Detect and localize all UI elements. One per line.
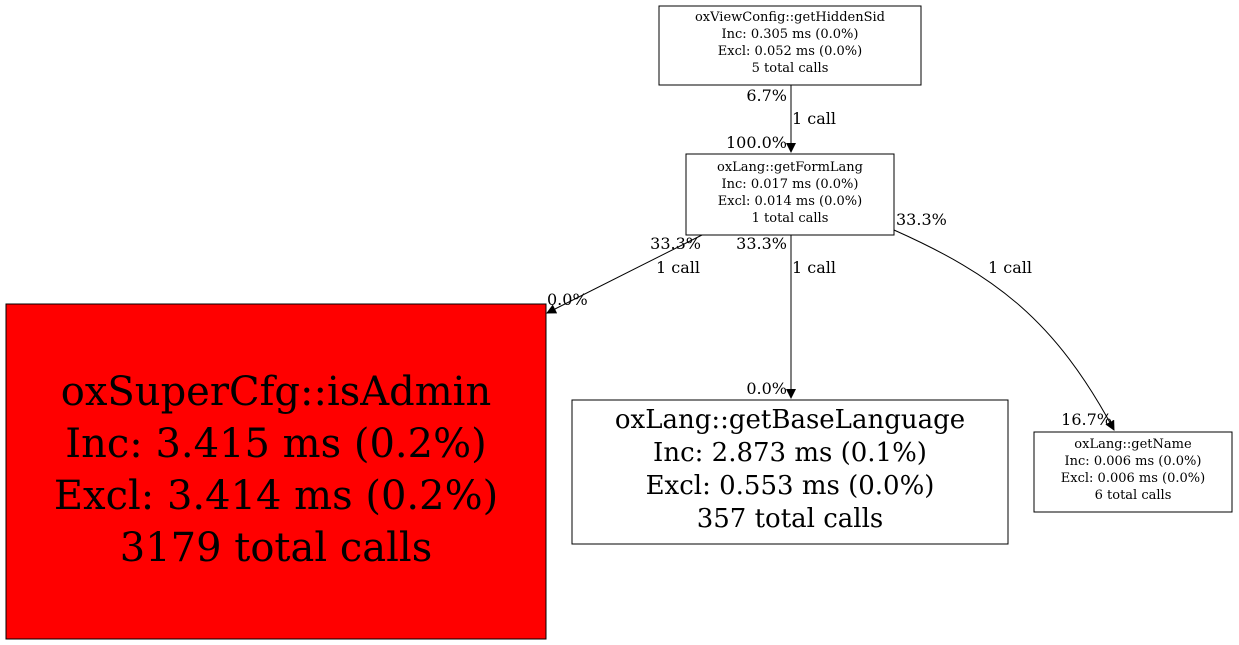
edge-tail-percent: 6.7% <box>746 86 787 105</box>
edge-head-percent: 0.0% <box>746 379 787 398</box>
node-box <box>1033 431 1233 513</box>
node-isAdmin: oxSuperCfg::isAdmin Inc: 3.415 ms (0.2%)… <box>5 303 547 640</box>
node-getFormLang: oxLang::getFormLang Inc: 0.017 ms (0.0%)… <box>685 153 895 236</box>
node-function-name: oxSuperCfg::isAdmin <box>61 369 491 415</box>
node-getBaseLanguage: oxLang::getBaseLanguage Inc: 2.873 ms (0… <box>571 399 1009 545</box>
node-inclusive-time: Inc: 0.017 ms (0.0%) <box>722 177 859 192</box>
node-exclusive-time: Excl: 0.052 ms (0.0%) <box>718 44 862 59</box>
node-function-name: oxLang::getName <box>1074 437 1192 452</box>
node-function-name: oxLang::getBaseLanguage <box>615 405 965 435</box>
node-inclusive-time: Inc: 0.006 ms (0.0%) <box>1065 454 1202 469</box>
node-getHiddenSid: oxViewConfig::getHiddenSid Inc: 0.305 ms… <box>658 5 922 86</box>
edge-line <box>893 229 1115 431</box>
node-call-count: 6 total calls <box>1095 488 1172 503</box>
edge-head-percent: 100.0% <box>726 133 787 152</box>
edge-head-percent: 0.0% <box>547 290 588 309</box>
node-box <box>571 399 1009 545</box>
node-call-count: 5 total calls <box>752 61 829 76</box>
edge-head-percent: 16.7% <box>1061 410 1112 429</box>
node-call-count: 357 total calls <box>697 504 884 534</box>
edge-line <box>546 234 703 314</box>
node-exclusive-time: Excl: 0.553 ms (0.0%) <box>646 471 935 501</box>
edge-tail-percent: 33.3% <box>650 234 701 253</box>
node-box <box>685 153 895 236</box>
node-getName: oxLang::getName Inc: 0.006 ms (0.0%) Exc… <box>1033 431 1233 513</box>
node-function-name: oxViewConfig::getHiddenSid <box>695 10 885 25</box>
edge-formlang-to-isadmin: 33.3% 1 call 0.0% <box>546 234 703 314</box>
node-call-count: 3179 total calls <box>120 525 432 571</box>
edge-tail-percent: 33.3% <box>896 210 947 229</box>
edge-formlang-to-getname: 33.3% 1 call 16.7% <box>893 210 1115 431</box>
edge-tail-percent: 33.3% <box>736 234 787 253</box>
node-inclusive-time: Inc: 2.873 ms (0.1%) <box>653 438 927 468</box>
node-exclusive-time: Excl: 3.414 ms (0.2%) <box>54 473 498 519</box>
edge-call-count: 1 call <box>656 258 700 277</box>
node-box <box>658 5 922 86</box>
node-function-name: oxLang::getFormLang <box>717 160 863 175</box>
edge-call-count: 1 call <box>792 258 836 277</box>
node-call-count: 1 total calls <box>752 211 829 226</box>
edge-formlang-to-baselanguage: 33.3% 1 call 0.0% <box>736 234 836 399</box>
node-inclusive-time: Inc: 3.415 ms (0.2%) <box>65 421 486 467</box>
node-box <box>5 303 547 640</box>
edge-call-count: 1 call <box>792 109 836 128</box>
node-inclusive-time: Inc: 0.305 ms (0.0%) <box>722 27 859 42</box>
node-exclusive-time: Excl: 0.006 ms (0.0%) <box>1061 471 1205 486</box>
edge-hiddensid-to-formlang: 6.7% 1 call 100.0% <box>726 85 836 153</box>
edge-call-count: 1 call <box>988 258 1032 277</box>
node-exclusive-time: Excl: 0.014 ms (0.0%) <box>718 194 862 209</box>
